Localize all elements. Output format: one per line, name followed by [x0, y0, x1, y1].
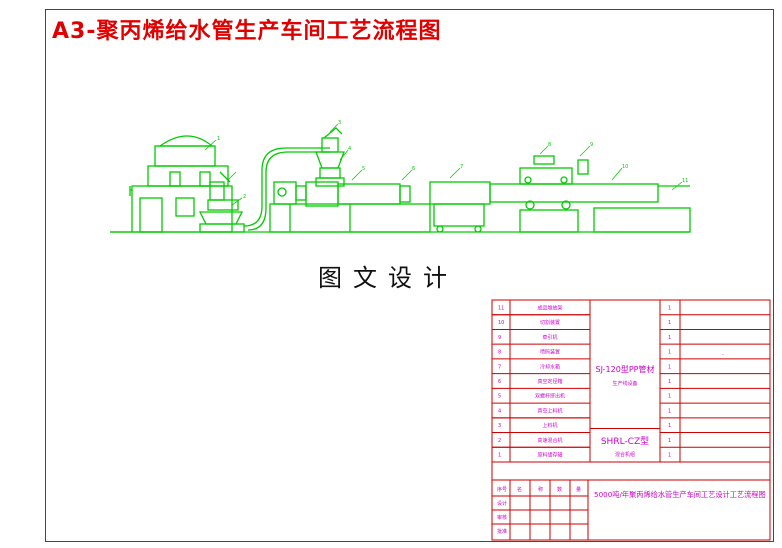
parts-row-qty: 1 [668, 320, 671, 326]
small-mark: - [722, 352, 724, 358]
parts-row-qty: 1 [668, 408, 671, 414]
parts-row-no: 5 [498, 394, 501, 400]
callout-6: 6 [412, 166, 415, 172]
callout-1: 1 [217, 136, 220, 142]
callout-3: 3 [338, 120, 341, 126]
tb-name-label-2: 称 [538, 486, 543, 493]
parts-row-name: 真空定径箱 [537, 378, 562, 385]
parts-row-no: 6 [498, 379, 501, 385]
callout-8: 8 [548, 142, 551, 148]
parts-row-no: 3 [498, 423, 501, 429]
group-b-line1: SHRL-CZ型 [601, 436, 649, 447]
parts-row-name: 高速混合机 [537, 437, 562, 444]
parts-row-name: 切割装置 [540, 319, 560, 326]
callout-7: 7 [460, 164, 463, 170]
drawing-subtitle: 图文设计 [318, 264, 458, 292]
parts-row-qty: 1 [668, 364, 671, 370]
parts-row-name: 真空上料机 [537, 407, 562, 414]
group-a-line1: SJ-120型PP管材 [596, 364, 655, 374]
high-speed-mixer [198, 171, 245, 233]
vacuum-loader [315, 127, 345, 187]
tb-design-label: 设计 [497, 500, 507, 507]
parts-row-no: 9 [498, 335, 501, 341]
tb-approve-label: 批准 [497, 528, 507, 535]
parts-row-name: 牵引机 [542, 334, 557, 341]
parts-row-name: 成品堆放架 [537, 304, 562, 311]
parts-row-name: 上料机 [542, 422, 557, 429]
parts-row-no: 1 [498, 453, 501, 459]
drawing-frame [45, 9, 774, 542]
callout-5: 5 [362, 166, 365, 172]
callout-11: 11 [682, 178, 688, 184]
callout-10: 10 [622, 164, 628, 170]
callout-2: 2 [243, 194, 246, 200]
tb-review-label: 审核 [497, 514, 507, 521]
feed-pipe-inner [247, 151, 330, 231]
vacuum-sizing-tank [429, 181, 491, 233]
cooling-tank [489, 155, 659, 233]
parts-row-qty: 1 [668, 305, 671, 311]
callout-numbers: 1 2 3 4 5 6 7 8 9 10 11 [217, 120, 688, 200]
parts-row-qty: 1 [668, 335, 671, 341]
callout-leaders [204, 123, 683, 206]
tb-drawing-title: 5000吨/年聚丙烯给水管生产车间工艺设计工艺流程图 [594, 490, 766, 499]
parts-row-no: 11 [498, 305, 504, 311]
parts-row-no: 10 [498, 320, 504, 326]
storage-tank [110, 135, 233, 233]
extruder [269, 181, 431, 233]
haul-off-and-stacker [593, 185, 691, 233]
parts-row-qty: 1 [668, 379, 671, 385]
parts-row-no: 8 [498, 350, 501, 356]
parts-row-name: 冷却水箱 [540, 363, 560, 370]
parts-row-qty: 1 [668, 453, 671, 459]
equipment-layout [110, 123, 691, 233]
callout-4: 4 [348, 146, 351, 152]
parts-row-name: 双螺杆挤出机 [535, 393, 565, 400]
tb-seq-label: 序号 [497, 486, 507, 493]
parts-row-qty: 1 [668, 423, 671, 429]
drawing-title: A3-聚丙烯给水管生产车间工艺流程图 [52, 19, 442, 44]
title-block: 序号 名 称 数 量 设计 审核 批准 5000吨/年聚丙烯给水管生产车间工艺设… [491, 461, 771, 541]
parts-row-no: 2 [498, 438, 501, 444]
tb-qty-label-2: 量 [576, 486, 581, 493]
group-a-line2: 生产线设备 [612, 380, 637, 387]
parts-row-qty: 1 [668, 438, 671, 444]
tb-name-label-1: 名 [517, 486, 522, 493]
group-b-line2: 混合机组 [615, 451, 635, 458]
callout-9: 9 [590, 142, 593, 148]
parts-row-name: 原料储存罐 [537, 452, 562, 459]
parts-row-no: 4 [498, 408, 501, 414]
parts-row-no: 7 [498, 364, 501, 370]
feed-pipe [243, 147, 330, 227]
tb-qty-label-1: 数 [557, 486, 562, 493]
parts-row-qty: 1 [668, 394, 671, 400]
parts-row-name: 喷码装置 [540, 349, 560, 356]
parts-row-qty: 1 [668, 350, 671, 356]
